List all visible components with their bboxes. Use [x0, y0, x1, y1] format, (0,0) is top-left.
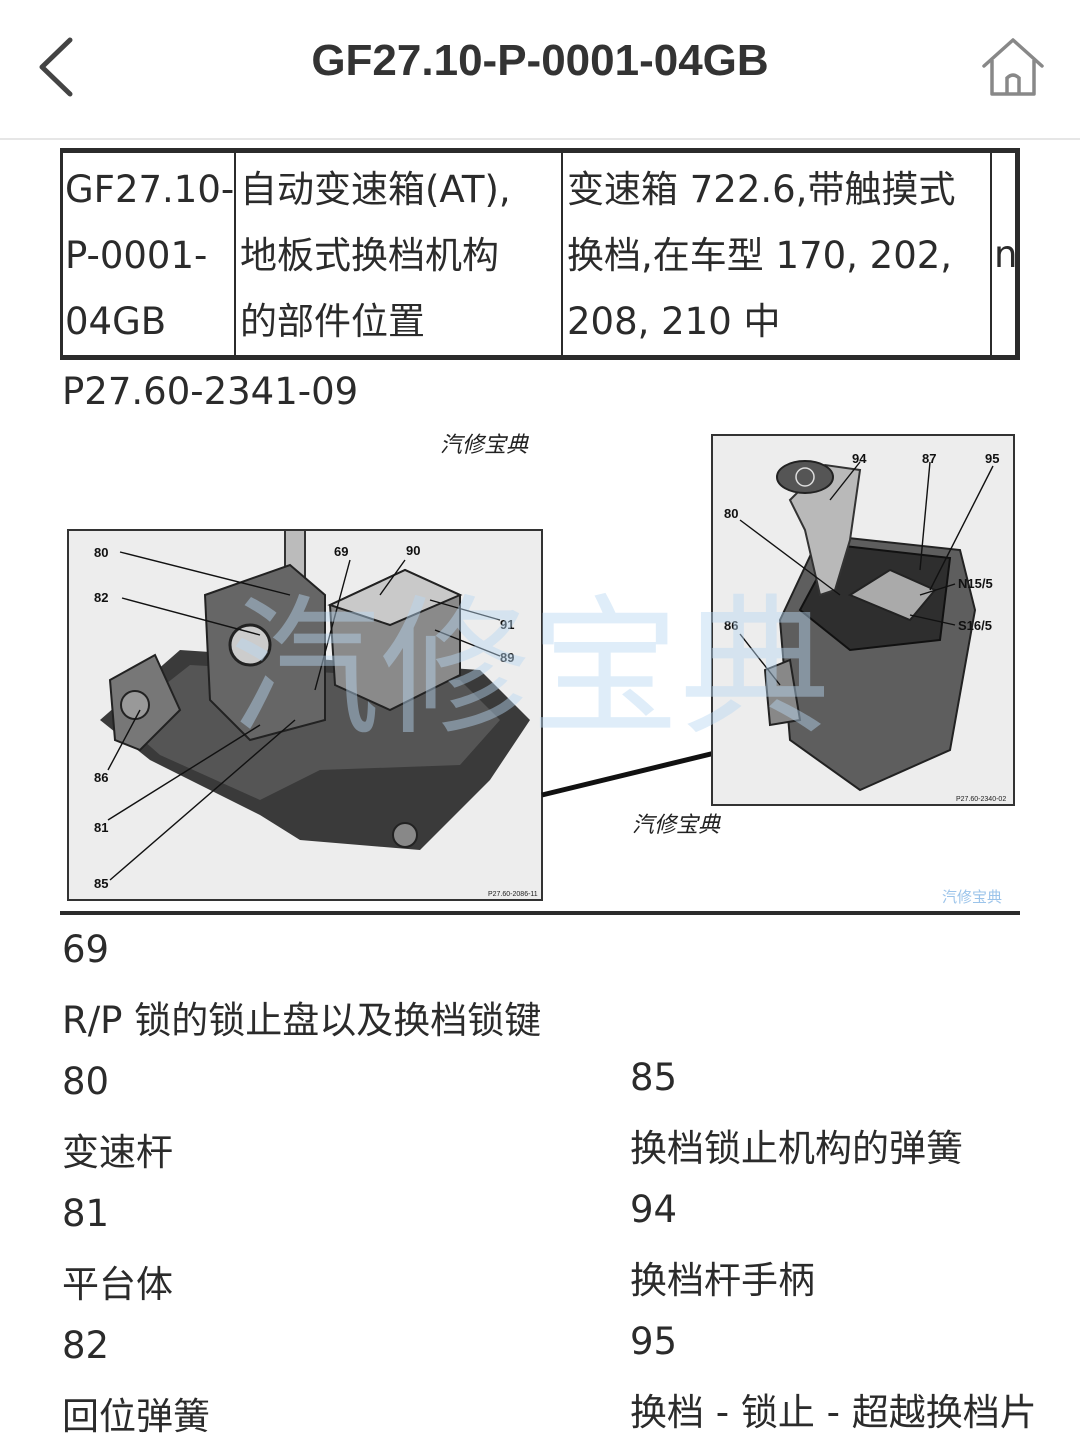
corner-brand: 汽修宝典 [942, 889, 1002, 906]
legend-description: 回位弹簧 [62, 1395, 210, 1438]
legend-item: 82 回位弹簧 [62, 1318, 210, 1450]
document-info-table: GF27.10- P-0001- 04GB 自动变速箱(AT), 地板式换档机构… [60, 148, 1020, 360]
legend-description: 换档 - 锁止 - 超越换档片 [630, 1391, 1037, 1434]
figure-code: P27.60-2341-09 [62, 370, 359, 413]
legend-description: 换档杆手柄 [630, 1259, 815, 1302]
legend-number: 69 [62, 928, 110, 971]
doc-scope-line: 换档,在车型 170, 202, [567, 234, 953, 277]
left-photo: 80 69 90 82 91 89 86 81 85 P27.60-2086-1… [67, 529, 543, 901]
doc-title-line: 的部件位置 [240, 300, 425, 343]
legend-description: 变速杆 [62, 1131, 173, 1174]
doc-number-line: 04GB [65, 300, 167, 343]
doc-number-line: P-0001- [65, 234, 208, 277]
chevron-left-icon [39, 37, 73, 97]
legend-number: 85 [630, 1056, 678, 1099]
callout-label: 91 [500, 617, 514, 632]
doc-extra-cell: n [990, 153, 1020, 355]
legend-number: 80 [62, 1060, 110, 1103]
doc-title-line: 地板式换档机构 [240, 234, 499, 277]
doc-scope-line: 208, 210 中 [567, 300, 781, 343]
callout-label: 82 [94, 590, 108, 605]
callout-label: 87 [922, 451, 936, 466]
callout-label: 85 [94, 876, 108, 891]
watermark-handwritten: 汽修宝典 [440, 432, 530, 457]
home-icon [982, 38, 1044, 96]
callout-label: 86 [724, 618, 738, 633]
doc-number-cell: GF27.10- P-0001- 04GB [60, 153, 236, 355]
legend-number: 81 [62, 1192, 110, 1235]
doc-number-line: GF27.10- [65, 168, 235, 211]
legend-description: 换档锁止机构的弹簧 [630, 1127, 963, 1170]
callout-label: N15/5 [958, 576, 993, 591]
right-photo: 94 87 95 80 N15/5 86 S16/5 P27.60-2340-0… [711, 434, 1015, 806]
legend-item: 94 换档杆手柄 [630, 1182, 815, 1314]
legend-description: R/P 锁的锁止盘以及换档锁键 [62, 999, 542, 1042]
legend-number: 82 [62, 1324, 110, 1367]
page-title: GF27.10-P-0001-04GB [311, 36, 769, 85]
callout-label: 80 [724, 506, 738, 521]
watermark-handwritten: 汽修宝典 [632, 812, 722, 837]
legend-item: 85 换档锁止机构的弹簧 [630, 1050, 963, 1182]
doc-extra-text: n [994, 233, 1018, 276]
doc-title-cell: 自动变速箱(AT), 地板式换档机构 的部件位置 [234, 153, 564, 355]
home-button[interactable] [978, 34, 1048, 100]
component-illustration: 汽修宝典 [60, 420, 1020, 918]
legend-item: 69 R/P 锁的锁止盘以及换档锁键 [62, 922, 541, 1054]
photo-ref: P27.60-2086-11 [488, 891, 538, 898]
doc-title-line: 自动变速箱(AT), [240, 168, 511, 211]
doc-scope-cell: 变速箱 722.6,带触摸式 换档,在车型 170, 202, 208, 210… [561, 153, 993, 355]
legend-item: 95 换档 - 锁止 - 超越换档片 [630, 1314, 1037, 1446]
callout-label: 95 [985, 451, 999, 466]
legend-number: 95 [630, 1320, 678, 1363]
callout-label: 94 [852, 451, 867, 466]
doc-scope-line: 变速箱 722.6,带触摸式 [567, 168, 956, 211]
callout-label: 90 [406, 543, 420, 558]
callout-label: 89 [500, 650, 514, 665]
back-button[interactable] [30, 32, 90, 102]
app-header: GF27.10-P-0001-04GB [0, 0, 1080, 140]
watermark-large: 汽修宝典 [230, 584, 830, 752]
photo-ref: P27.60-2340-02 [956, 796, 1006, 803]
callout-label: 80 [94, 545, 108, 560]
legend-description: 平台体 [62, 1263, 173, 1306]
callout-label: 86 [94, 770, 108, 785]
callout-label: 81 [94, 820, 108, 835]
legend-number: 94 [630, 1188, 678, 1231]
legend-item: 81 平台体 [62, 1186, 173, 1318]
legend-item: 80 变速杆 [62, 1054, 173, 1186]
callout-label: 69 [334, 544, 348, 559]
callout-label: S16/5 [958, 618, 992, 633]
